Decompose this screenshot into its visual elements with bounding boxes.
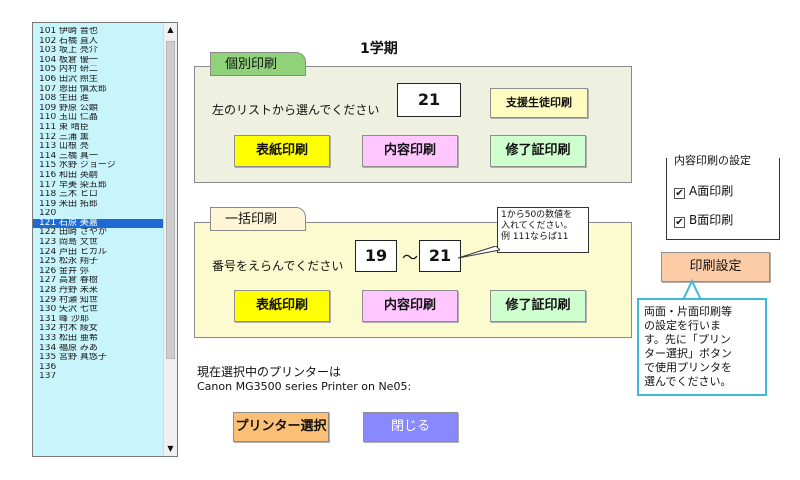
individual-certificate-print-button[interactable]: 修了証印刷 — [490, 135, 586, 167]
student-list-item[interactable]: 134 福原 みあ — [39, 343, 98, 353]
individual-print-tab: 個別印刷 — [210, 52, 306, 76]
bulk-cover-print-button[interactable]: 表紙印刷 — [234, 290, 330, 322]
tooltip-line: す。先に「プリン — [644, 333, 731, 346]
student-list-item[interactable]: 105 内村 研二 — [39, 65, 98, 75]
range-separator: ～ — [402, 248, 419, 267]
student-list-item[interactable]: 130 矢沢 七世 — [39, 305, 98, 315]
student-list-item[interactable]: 107 恩田 慎太郎 — [39, 84, 107, 94]
a-side-print-label: A面印刷 — [689, 184, 734, 198]
student-list-item[interactable]: 121 石原 美嘉 — [33, 218, 163, 229]
student-list-item[interactable]: 136 — [39, 362, 57, 372]
tooltip-line: の設定を行いま — [644, 319, 721, 332]
checkmark-icon[interactable]: ✔ — [674, 188, 685, 199]
student-list-item[interactable]: 122 田崎 さやか — [39, 228, 107, 238]
tooltip-line: 両面・片面印刷等 — [644, 305, 732, 318]
current-printer-name: Canon MG3500 series Printer on Ne05: — [197, 380, 412, 393]
term-title: 1学期 — [360, 41, 398, 57]
close-button[interactable]: 閉じる — [363, 412, 458, 442]
individual-number-field[interactable]: 21 — [397, 83, 461, 117]
tooltip-line: で使用プリンタを — [644, 361, 732, 374]
student-list-item[interactable]: 117 早美 染五郎 — [39, 180, 107, 190]
student-list-item[interactable]: 108 生田 進 — [39, 94, 89, 104]
individual-prompt: 左のリストから選んでください — [212, 103, 380, 117]
bulk-print-tab: 一括印刷 — [210, 207, 306, 231]
scroll-down-icon[interactable]: ▼ — [164, 442, 177, 456]
student-list-item[interactable]: 125 松永 翔子 — [39, 257, 98, 267]
student-list-item[interactable]: 133 松田 亜希 — [39, 334, 98, 343]
a-side-print-checkbox[interactable]: ✔ A面印刷 — [674, 182, 733, 199]
tooltip-line: ター選択」ボタン — [644, 347, 732, 360]
student-list-item[interactable]: 115 水野 ジョージ — [39, 161, 116, 171]
callout-line: 入れてください。 — [501, 221, 573, 231]
student-list-item[interactable]: 132 村木 綾女 — [39, 324, 98, 334]
callout-line: 1から50の数値を — [501, 210, 573, 220]
print-settings-group — [666, 158, 780, 240]
list-scrollbar[interactable]: ▲ ▼ — [163, 23, 177, 456]
scroll-up-icon[interactable]: ▲ — [164, 23, 177, 37]
student-list-item[interactable]: 101 伊崎 晋也 — [39, 27, 98, 36]
print-settings-button[interactable]: 印刷設定 — [661, 252, 770, 282]
b-side-print-label: B面印刷 — [689, 213, 734, 227]
support-student-print-button[interactable]: 支援生徒印刷 — [490, 88, 588, 118]
range-from-field[interactable]: 19 — [355, 240, 397, 272]
student-list-item[interactable]: 127 高倉 春樹 — [39, 276, 98, 286]
print-settings-tooltip: 両面・片面印刷等 の設定を行いま す。先に「プリン ター選択」ボタン で使用プリ… — [637, 298, 767, 396]
student-list-item[interactable]: 120 — [39, 209, 57, 219]
student-list-item[interactable]: 103 坂上 亮介 — [39, 46, 98, 56]
student-list-item[interactable]: 106 田沢 照生 — [39, 74, 98, 84]
student-list-item[interactable]: 114 三橋 真一 — [39, 151, 98, 161]
current-printer-label: 現在選択中のプリンターは — [197, 365, 342, 379]
student-list-item[interactable]: 110 玉山 仁晶 — [39, 113, 98, 123]
printer-select-button[interactable]: プリンター選択 — [233, 412, 329, 442]
b-side-print-checkbox[interactable]: ✔ B面印刷 — [674, 211, 733, 228]
student-list-item[interactable]: 135 宮野 真悠子 — [39, 353, 107, 363]
callout-line: 例 111ならば11 — [501, 232, 569, 242]
bulk-certificate-print-button[interactable]: 修了証印刷 — [490, 290, 586, 322]
student-list-item[interactable]: 123 岡島 文世 — [39, 238, 98, 248]
student-list-item[interactable]: 111 東 晴臣 — [39, 122, 89, 132]
checkmark-icon[interactable]: ✔ — [674, 217, 685, 228]
student-list-item[interactable]: 137 — [39, 372, 57, 382]
student-list-item[interactable]: 126 金井 弥 — [39, 266, 89, 276]
student-list-item[interactable]: 102 石橋 直人 — [39, 36, 98, 46]
callout-pointer — [458, 246, 500, 259]
range-hint-callout: 1から50の数値を 入れてください。 例 111ならば11 — [497, 207, 589, 253]
student-list-item[interactable]: 116 和田 英嗣 — [39, 170, 98, 180]
student-list-item[interactable]: 131 峰 沙耶 — [39, 314, 89, 324]
student-list-item[interactable]: 129 村瀬 知世 — [39, 295, 98, 305]
individual-cover-print-button[interactable]: 表紙印刷 — [234, 135, 330, 167]
student-list-item[interactable]: 118 三木 ヒロ — [39, 190, 98, 200]
student-list-item[interactable]: 113 山根 亮 — [39, 142, 89, 152]
student-list-item[interactable]: 128 丹野 未来 — [39, 286, 98, 296]
student-list-item[interactable]: 109 野原 公顕 — [39, 103, 98, 113]
individual-content-print-button[interactable]: 内容印刷 — [362, 135, 458, 167]
range-to-field[interactable]: 21 — [419, 240, 461, 272]
student-list-item[interactable]: 112 三浦 薫 — [39, 132, 89, 142]
tooltip-line: 選んでください。 — [644, 375, 732, 388]
student-list-item[interactable]: 119 米田 拓郎 — [39, 199, 98, 209]
scroll-thumb[interactable] — [166, 41, 175, 359]
student-list-item[interactable]: 124 芦田 ヒカル — [39, 247, 107, 257]
student-list-item[interactable]: 104 板倉 優一 — [39, 55, 98, 65]
bulk-content-print-button[interactable]: 内容印刷 — [362, 290, 458, 322]
print-settings-title: 内容印刷の設定 — [672, 152, 753, 168]
bulk-prompt: 番号をえらんでください — [212, 259, 344, 273]
